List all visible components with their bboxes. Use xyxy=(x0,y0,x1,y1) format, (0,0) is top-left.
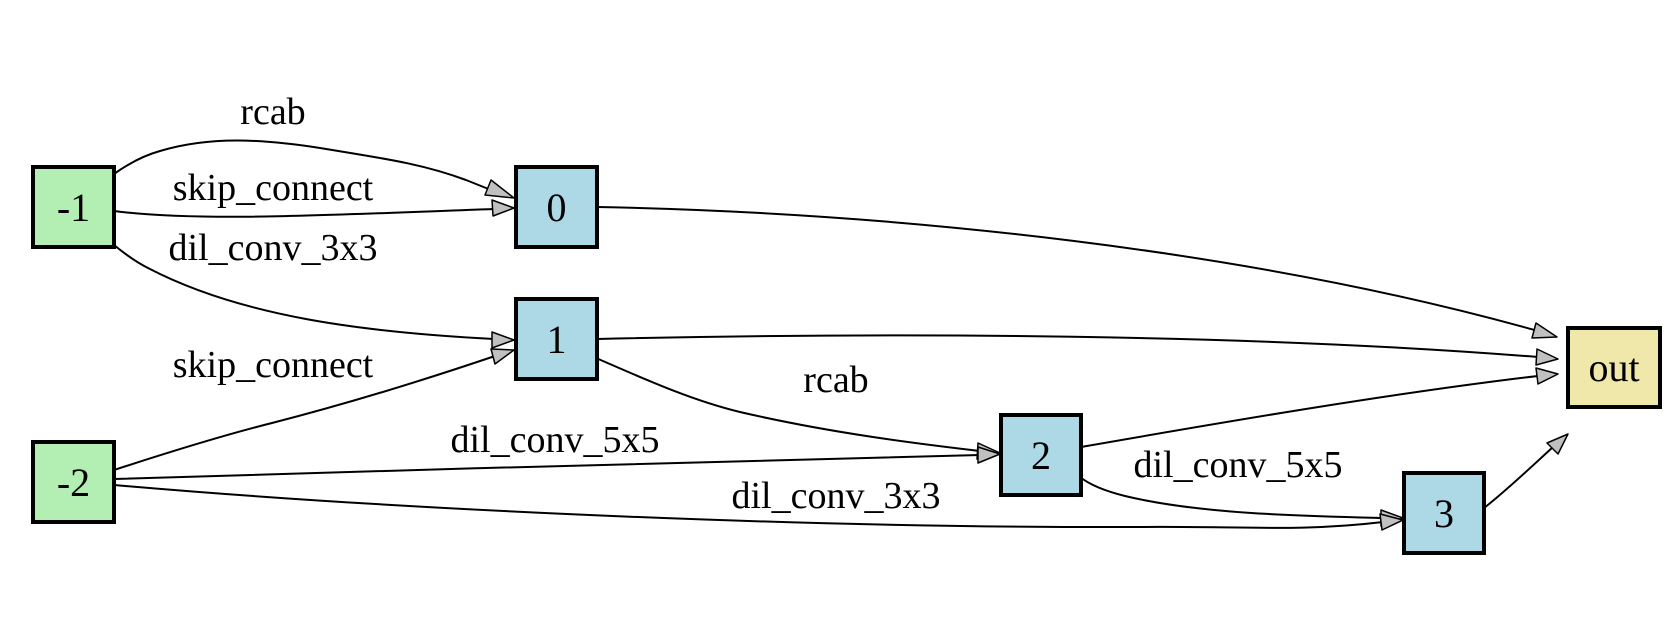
edge-2-to-3-dil-conv-5x5 xyxy=(1079,476,1384,519)
edge-m1-to-0-skip-connect xyxy=(113,208,495,218)
edge-m1-to-1-dil-conv-3x3 xyxy=(113,244,495,340)
node-0: 0 xyxy=(514,165,599,249)
arrowhead-icon xyxy=(490,348,515,365)
arrowhead-icon xyxy=(1535,348,1559,366)
node-box xyxy=(31,165,116,249)
edge-labels: rcab skip_connect dil_conv_3x3 skip_conn… xyxy=(169,91,1343,517)
arrowhead-icon xyxy=(484,179,515,199)
arrowhead-icon xyxy=(491,199,515,217)
edge-label: skip_connect xyxy=(173,344,374,386)
node-box xyxy=(514,165,599,249)
arrowhead-icon xyxy=(1546,433,1569,455)
edge-m1-to-0-rcab xyxy=(113,139,497,193)
arrowhead-icon xyxy=(1535,367,1559,385)
arrowhead-icon xyxy=(491,331,515,349)
node-input-m1: -1 xyxy=(31,165,116,249)
edges xyxy=(113,139,1569,531)
node-box xyxy=(514,297,599,381)
edge-label: dil_conv_5x5 xyxy=(451,419,660,461)
node-output: out xyxy=(1566,326,1662,409)
edge-label: dil_conv_3x3 xyxy=(169,227,378,269)
edge-label: rcab xyxy=(240,91,305,133)
node-label: 1 xyxy=(547,317,567,362)
edge-label: skip_connect xyxy=(173,167,374,209)
node-2: 2 xyxy=(999,413,1083,497)
edge-1-to-2-rcab xyxy=(595,357,981,452)
arrowhead-icon xyxy=(1531,322,1558,339)
node-label: -1 xyxy=(57,185,90,230)
node-input-m2: -2 xyxy=(31,440,116,524)
node-3: 3 xyxy=(1402,471,1486,555)
node-label: out xyxy=(1588,345,1639,390)
node-label: 3 xyxy=(1434,491,1454,536)
node-label: 2 xyxy=(1031,433,1051,478)
nodes: -1 -2 0 1 2 3 out xyxy=(31,165,1662,555)
edge-m2-to-2-dil-conv-5x5 xyxy=(113,454,981,480)
edge-label: rcab xyxy=(803,359,868,401)
node-box xyxy=(31,440,116,524)
node-label: 0 xyxy=(547,185,567,230)
edge-2-to-out xyxy=(1080,375,1539,448)
node-1: 1 xyxy=(514,297,599,381)
node-label: -2 xyxy=(57,460,90,505)
edge-1-to-out xyxy=(596,334,1539,358)
edge-label: dil_conv_5x5 xyxy=(1134,444,1343,486)
edge-m2-to-1-skip-connect xyxy=(113,355,496,471)
node-box xyxy=(999,413,1083,497)
edge-label: dil_conv_3x3 xyxy=(732,475,941,517)
edge-3-to-out xyxy=(1483,446,1554,509)
arrowhead-icon xyxy=(977,446,1001,464)
edge-m2-to-3-dil-conv-3x3 xyxy=(113,484,1384,529)
edge-0-to-out xyxy=(596,206,1539,332)
node-box xyxy=(1566,326,1662,409)
arrowhead-icon xyxy=(1379,513,1404,531)
node-box xyxy=(1402,471,1486,555)
